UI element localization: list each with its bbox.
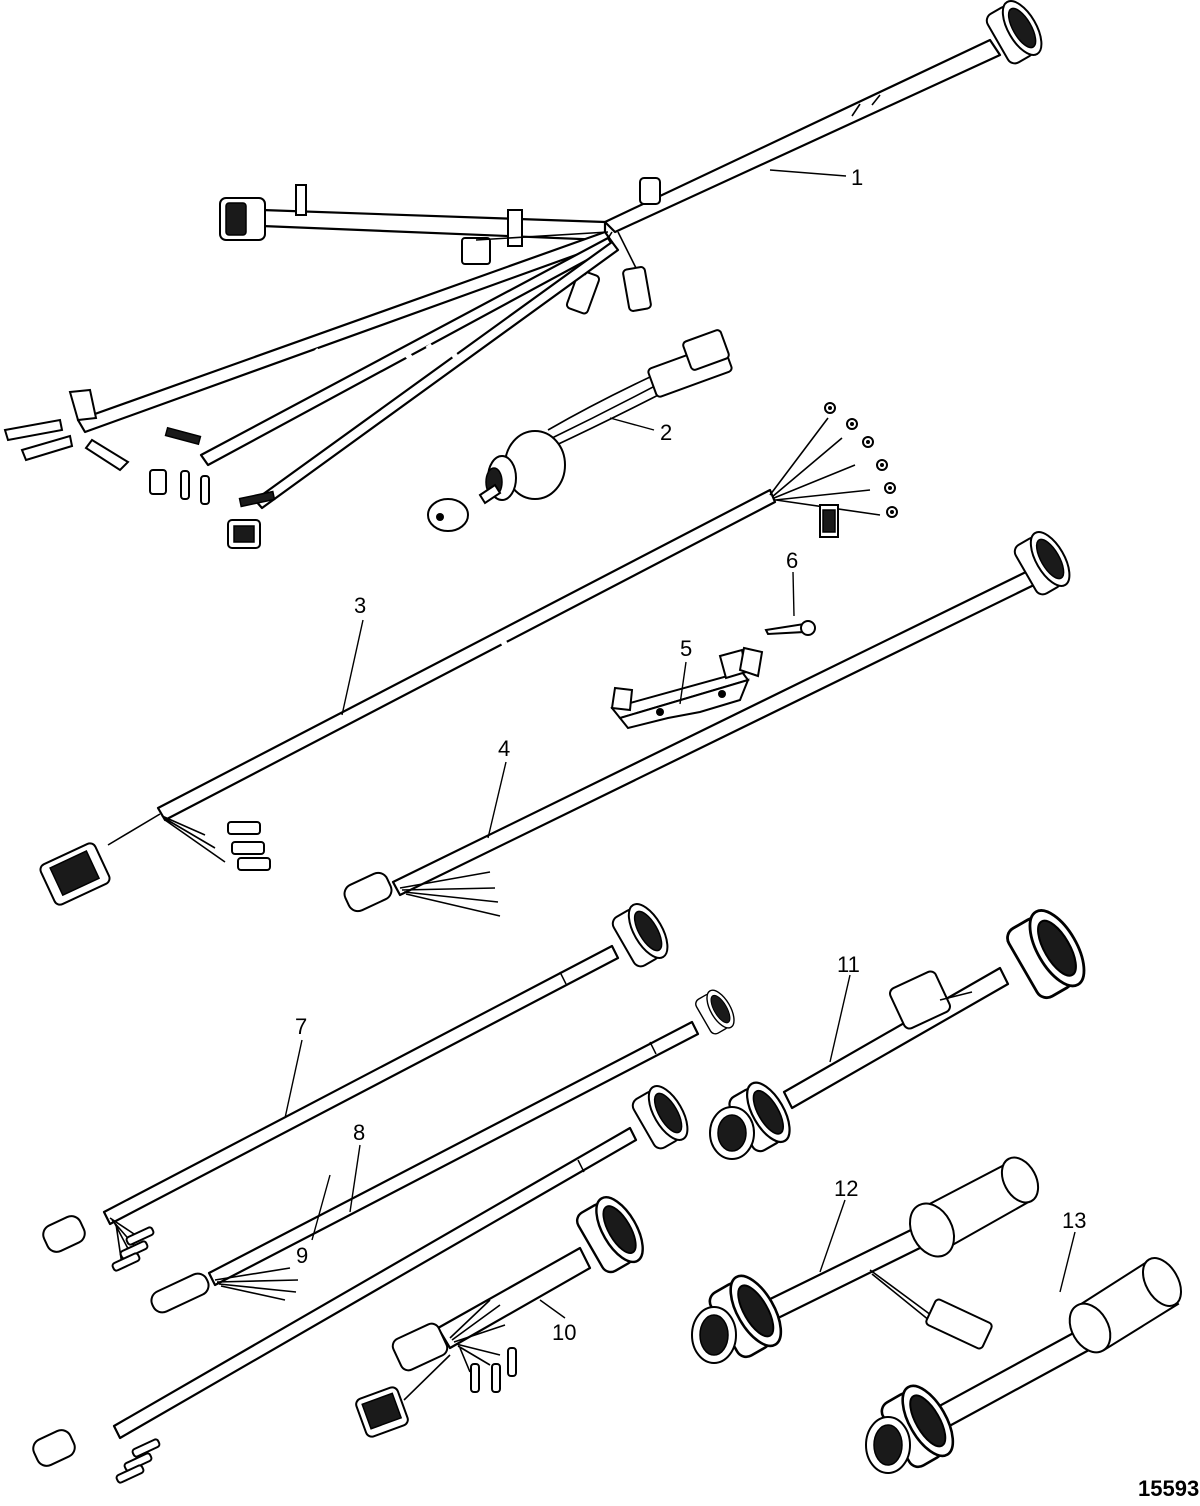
callout-1: 1 [851, 165, 863, 190]
callout-3: 3 [354, 593, 366, 618]
callout-4: 4 [498, 736, 510, 761]
figure-id: 15593 [1138, 1476, 1199, 1501]
harness-13 [865, 1257, 1182, 1475]
callout-12: 12 [834, 1176, 858, 1201]
harness-with-bullet-connector [343, 525, 1079, 917]
harness-8 [150, 985, 741, 1314]
ignition-key-switch [427, 329, 733, 532]
callouts: 1 2 3 4 5 6 7 8 9 10 11 12 13 [295, 165, 1086, 1345]
callout-5: 5 [680, 636, 692, 661]
callout-9: 9 [296, 1243, 308, 1268]
harness-12 [691, 1156, 1040, 1365]
callout-2: 2 [660, 420, 672, 445]
callout-10: 10 [552, 1320, 576, 1345]
harness-with-terminal-pigtail [39, 402, 898, 906]
harness-11 [709, 900, 1097, 1160]
harness-9 [32, 1079, 697, 1484]
mounting-bracket [610, 646, 764, 730]
callout-13: 13 [1062, 1208, 1086, 1233]
harness-10 [355, 1188, 654, 1438]
main-engine-harness [3, 0, 1051, 549]
callout-7: 7 [295, 1014, 307, 1039]
harness-7 [42, 897, 677, 1272]
screw [764, 620, 816, 636]
callout-6: 6 [786, 548, 798, 573]
callout-8: 8 [353, 1120, 365, 1145]
leader-lines [284, 169, 1076, 1319]
callout-11: 11 [837, 952, 860, 977]
